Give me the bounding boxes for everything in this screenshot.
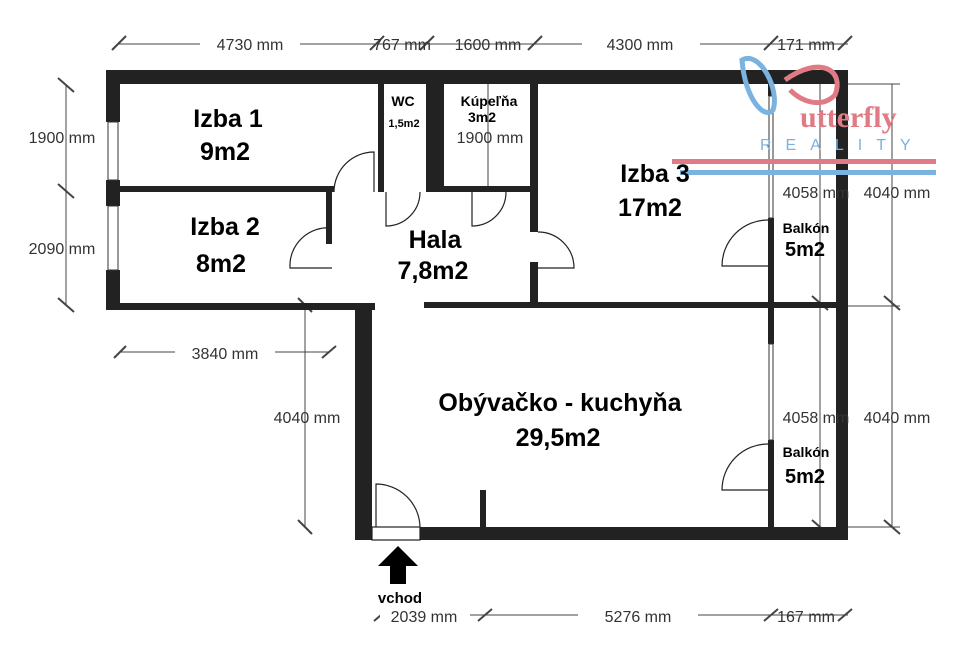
room-izba3-name: Izba 3	[620, 160, 689, 188]
windows	[107, 95, 774, 441]
room-obyvacka-name: Obývačko - kuchyňa	[438, 389, 682, 417]
room-kupelna-name: Kúpeľňa	[461, 93, 518, 109]
room-izba2-name: Izba 2	[190, 213, 259, 241]
room-balkon1-area: 5m2	[785, 239, 825, 261]
dim-left-1: 1900 mm	[29, 130, 96, 147]
room-izba3-area: 17m2	[618, 194, 682, 222]
walls	[106, 70, 848, 540]
dim-bottom-3: 167 mm	[777, 609, 835, 626]
dim-right-upper-1: 4058 mm	[783, 185, 850, 202]
dim-top-3: 1600 mm	[455, 37, 522, 54]
dim-top-2: 767 mm	[373, 37, 431, 54]
dim-top-4: 4300 mm	[607, 37, 674, 54]
doors	[289, 151, 769, 541]
room-hala-area: 7,8m2	[398, 257, 469, 285]
dim-right-lower-1: 4058 mm	[783, 410, 850, 427]
dim-izba2-bottom: 3840 mm	[192, 346, 259, 363]
room-wc-name: WC	[391, 93, 414, 109]
entrance-label: vchod	[378, 590, 422, 607]
dim-right-lower-2: 4040 mm	[864, 410, 931, 427]
room-obyvacka-area: 29,5m2	[516, 424, 601, 452]
dimension-labels: 4730 mm 767 mm 1600 mm 4300 mm 171 mm 19…	[29, 34, 931, 626]
dim-kupelna-inner: 1900 mm	[457, 130, 524, 147]
room-izba2-area: 8m2	[196, 250, 246, 278]
dim-left-2: 2090 mm	[29, 241, 96, 258]
svg-text:REALITY: REALITY	[760, 137, 925, 154]
butterfly-reality-logo: utterfly REALITY	[672, 55, 936, 175]
room-izba1-area: 9m2	[200, 138, 250, 166]
room-wc-area: 1,5m2	[388, 118, 419, 130]
room-balkon1-name: Balkón	[783, 220, 830, 236]
room-kupelna-area: 3m2	[468, 109, 496, 125]
dim-top-1: 4730 mm	[217, 37, 284, 54]
room-balkon2-name: Balkón	[783, 444, 830, 460]
dim-hall-left: 4040 mm	[274, 410, 341, 427]
dim-bottom-1: 2039 mm	[391, 609, 458, 626]
dim-right-upper-2: 4040 mm	[864, 185, 931, 202]
entrance-arrow-icon	[378, 546, 418, 584]
svg-text:utterfly: utterfly	[800, 101, 897, 134]
room-labels: Izba 1 9m2 Izba 2 8m2 WC 1,5m2 Kúpeľňa 3…	[190, 93, 829, 607]
dim-bottom-2: 5276 mm	[605, 609, 672, 626]
room-izba1-name: Izba 1	[193, 105, 263, 133]
dim-top-5: 171 mm	[777, 37, 835, 54]
room-hala-name: Hala	[409, 226, 463, 254]
room-balkon2-area: 5m2	[785, 466, 825, 488]
